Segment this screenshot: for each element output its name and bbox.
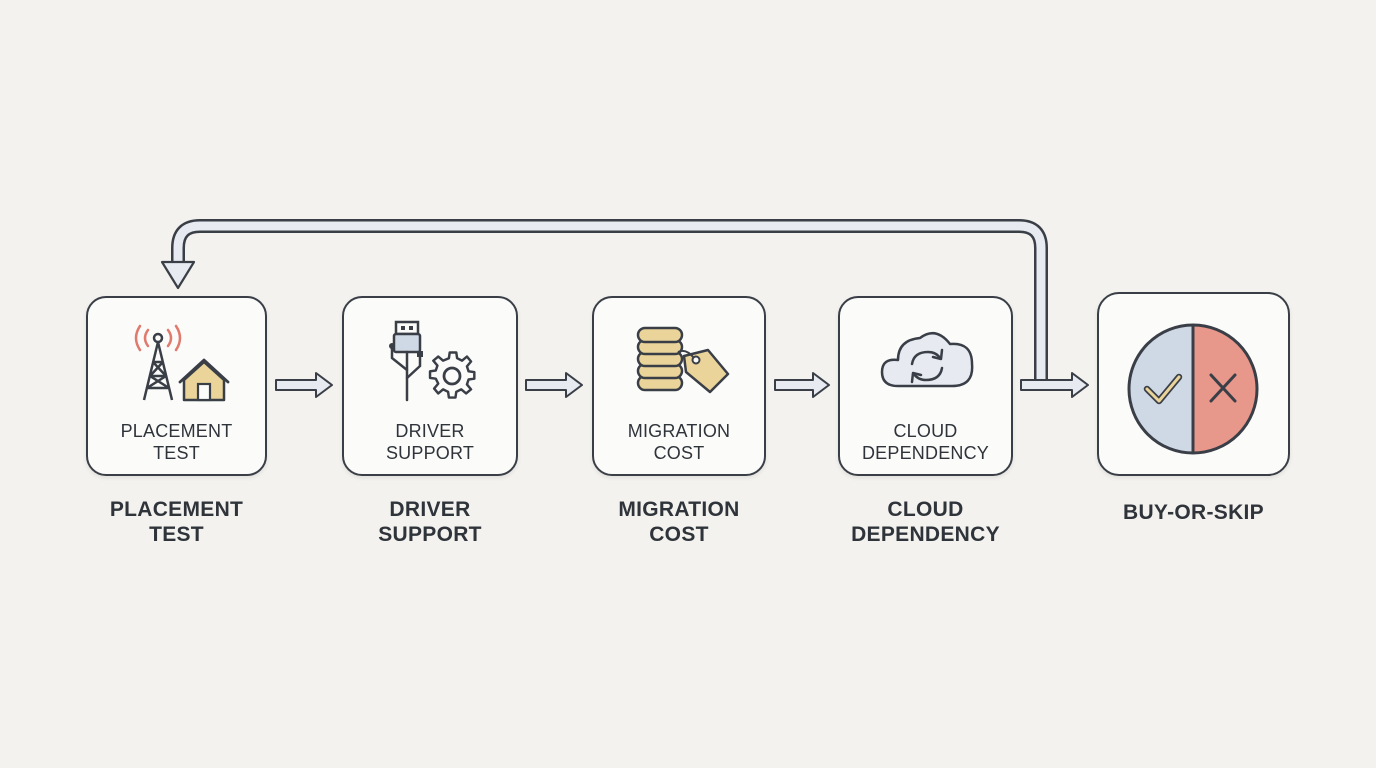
arrow-2 — [525, 372, 583, 398]
arrow-3 — [774, 372, 830, 398]
arrow-1 — [275, 372, 333, 398]
caption-placement-test: PLACEMENT TEST — [109, 498, 244, 546]
step-box-cloud-dependency: CLOUD DEPENDENCY — [838, 296, 1013, 476]
step-box-placement-test: PLACEMENT TEST — [86, 296, 267, 476]
box-label: DRIVER SUPPORT — [385, 421, 475, 463]
caption-migration-cost: MIGRATION COST — [618, 498, 740, 546]
caption-cloud-dependency: CLOUD DEPENDENCY — [851, 498, 1000, 546]
feedback-loop-arrow — [160, 219, 1048, 384]
step-box-migration-cost: MIGRATION COST — [592, 296, 766, 476]
coins-tag-icon — [636, 326, 730, 394]
cloud-sync-icon — [880, 331, 974, 388]
decision-box — [1097, 292, 1290, 476]
caption-buy-or-skip: BUY-OR-SKIP — [1123, 501, 1264, 524]
step-box-driver-support: DRIVER SUPPORT — [342, 296, 518, 476]
usb-gear-icon — [389, 320, 476, 402]
box-label: PLACEMENT TEST — [120, 421, 233, 463]
caption-driver-support: DRIVER SUPPORT — [378, 498, 482, 546]
check-cross-circle-icon — [1127, 323, 1259, 455]
tower-house-icon — [134, 324, 230, 402]
box-label: MIGRATION COST — [627, 421, 731, 463]
box-label: CLOUD DEPENDENCY — [861, 421, 990, 463]
arrow-4 — [1020, 372, 1089, 398]
